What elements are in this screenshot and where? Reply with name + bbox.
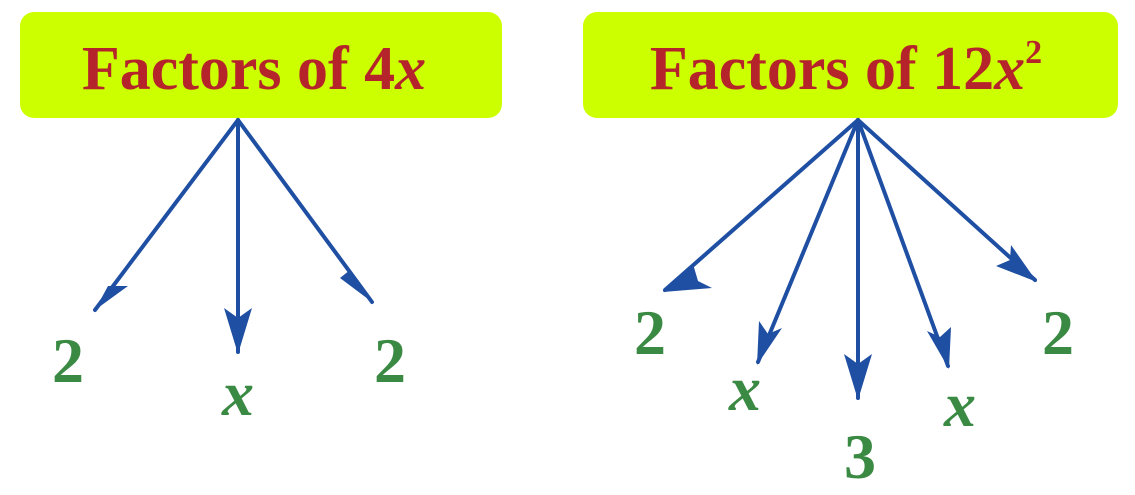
right-factor-2: x bbox=[728, 353, 761, 424]
left-factors: 2 x 2 bbox=[52, 325, 406, 429]
right-factor-4: x bbox=[943, 369, 976, 440]
left-factor-tree: Factors of 4x 2 x 2 bbox=[20, 12, 502, 429]
right-arrow-5 bbox=[856, 118, 1037, 282]
right-arrowhead-5 bbox=[996, 245, 1037, 282]
right-arrowhead-4 bbox=[927, 327, 951, 369]
right-arrowhead-3 bbox=[844, 354, 872, 400]
right-title-exponent: 2 bbox=[1025, 34, 1042, 71]
right-factors: 2 x 3 x 2 bbox=[634, 297, 1074, 492]
left-factor-2: x bbox=[221, 358, 254, 429]
left-title-number: 4 bbox=[364, 35, 395, 103]
right-factor-1: 2 bbox=[634, 297, 666, 368]
left-arrows bbox=[93, 118, 374, 354]
left-arrow-1 bbox=[93, 118, 240, 312]
left-title-variable: x bbox=[394, 35, 426, 103]
right-arrow-1 bbox=[663, 118, 860, 292]
left-title-box bbox=[20, 12, 502, 118]
left-title: Factors of 4x bbox=[82, 35, 426, 103]
left-title-prefix: Factors of bbox=[82, 35, 364, 103]
right-factor-5: 2 bbox=[1042, 297, 1074, 368]
left-factor-1: 2 bbox=[52, 325, 84, 396]
right-arrow-2 bbox=[756, 118, 860, 364]
right-title-box bbox=[583, 12, 1118, 118]
left-arrowhead-1 bbox=[95, 286, 128, 310]
right-title-number: 12 bbox=[932, 35, 994, 103]
right-factor-3: 3 bbox=[844, 421, 876, 492]
right-title-variable: x bbox=[993, 35, 1025, 103]
right-arrowhead-1 bbox=[663, 264, 712, 292]
right-arrow-4 bbox=[856, 118, 950, 368]
left-factor-3: 2 bbox=[374, 325, 406, 396]
right-factor-tree: Factors of 12x2 2 x 3 x 2 bbox=[583, 12, 1118, 492]
left-arrowhead-3 bbox=[340, 270, 372, 302]
right-arrowhead-2 bbox=[757, 321, 782, 365]
right-title: Factors of 12x2 bbox=[650, 34, 1042, 103]
right-title-prefix: Factors of bbox=[650, 35, 932, 103]
left-arrowhead-2 bbox=[224, 308, 252, 354]
right-arrows bbox=[663, 118, 1037, 400]
